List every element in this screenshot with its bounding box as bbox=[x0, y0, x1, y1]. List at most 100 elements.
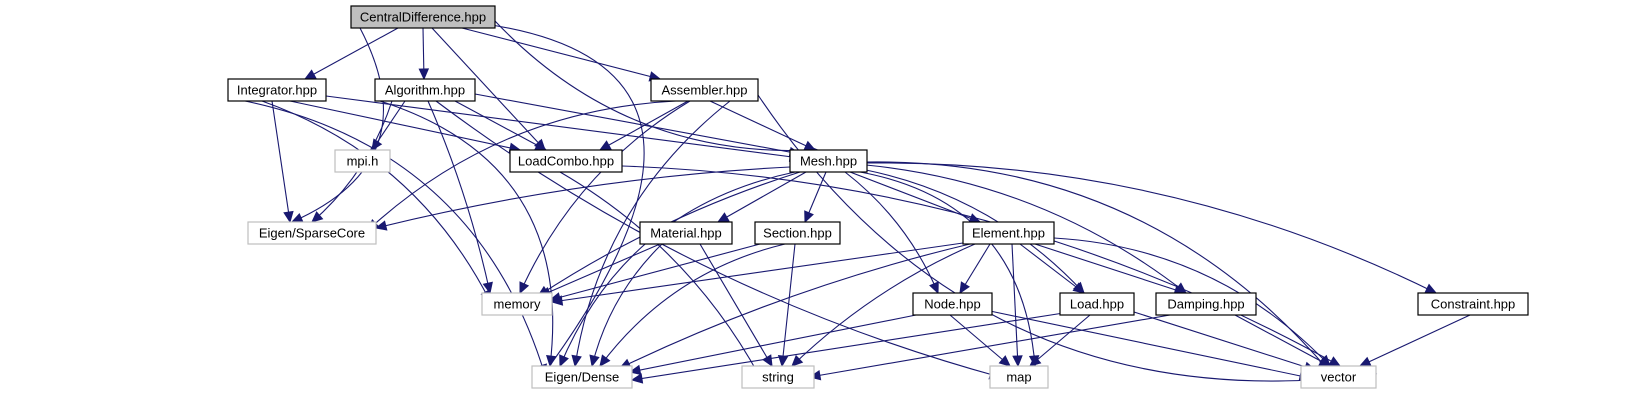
edge-line bbox=[591, 243, 663, 367]
node-label: memory bbox=[494, 296, 541, 311]
node-algorithm[interactable]: Algorithm.hpp bbox=[374, 78, 476, 102]
edge-line bbox=[375, 166, 791, 229]
edge-line bbox=[271, 100, 291, 223]
node-label: LoadCombo.hpp bbox=[518, 153, 614, 168]
arrow-head-icon bbox=[482, 281, 493, 295]
node-assembler[interactable]: Assembler.hpp bbox=[650, 78, 759, 102]
node-box bbox=[509, 149, 623, 173]
edge-line bbox=[291, 27, 384, 223]
edge-line bbox=[427, 100, 491, 294]
node-node[interactable]: Node.hpp bbox=[912, 292, 993, 316]
node-box bbox=[754, 221, 841, 245]
edge-line bbox=[1359, 314, 1471, 367]
node-box bbox=[531, 365, 633, 389]
arrow-head-icon bbox=[716, 212, 730, 223]
edge-line bbox=[699, 243, 773, 367]
node-box bbox=[1300, 365, 1377, 389]
node-box bbox=[639, 221, 733, 245]
edge-line bbox=[551, 242, 964, 303]
node-loadcombo[interactable]: LoadCombo.hpp bbox=[509, 149, 623, 173]
arrow-head-icon bbox=[534, 140, 548, 151]
node-box bbox=[741, 365, 815, 389]
arrow-head-icon bbox=[283, 210, 294, 224]
arrow-head-icon bbox=[546, 354, 557, 368]
edge-line bbox=[631, 311, 1071, 381]
edge-line bbox=[1034, 243, 1186, 294]
edge-element-to-damping bbox=[1034, 243, 1187, 295]
edge-line bbox=[629, 314, 917, 373]
edge-algorithm-to-memory bbox=[427, 100, 493, 295]
edge-line bbox=[1029, 314, 1091, 367]
edges-layer bbox=[244, 16, 1471, 384]
node-box bbox=[912, 292, 993, 316]
node-label: map bbox=[1006, 369, 1031, 384]
node-integrator[interactable]: Integrator.hpp bbox=[227, 78, 327, 102]
edge-line bbox=[454, 100, 547, 151]
node-label: Algorithm.hpp bbox=[385, 82, 465, 97]
edge-line bbox=[865, 169, 1085, 294]
edge-line bbox=[574, 100, 731, 367]
node-memory: memory bbox=[481, 292, 553, 316]
edge-central-to-assembler bbox=[461, 27, 662, 82]
node-box bbox=[374, 78, 476, 102]
edge-line bbox=[599, 243, 786, 367]
node-load[interactable]: Load.hpp bbox=[1059, 292, 1135, 316]
edge-central-to-algorithm bbox=[418, 27, 430, 81]
edge-material-to-dense bbox=[589, 243, 663, 368]
edge-line bbox=[865, 164, 1187, 294]
edge-assembler-to-mesh bbox=[709, 100, 817, 151]
edge-line bbox=[435, 100, 1001, 378]
edge-node-to-dense bbox=[628, 314, 917, 376]
edge-assembler-to-dense bbox=[571, 100, 731, 368]
edge-line bbox=[1234, 314, 1331, 367]
edge-element-to-memory bbox=[550, 242, 964, 306]
arrow-head-icon bbox=[371, 138, 383, 152]
edge-mesh-to-constraint bbox=[865, 162, 1438, 294]
edge-node-to-map bbox=[949, 314, 1011, 367]
node-element[interactable]: Element.hpp bbox=[962, 221, 1055, 245]
edge-assembler-to-vector bbox=[757, 94, 1378, 382]
edge-line bbox=[717, 171, 807, 223]
arrow-head-icon bbox=[804, 210, 814, 224]
node-box bbox=[350, 5, 496, 29]
node-box bbox=[1155, 292, 1257, 316]
node-mesh[interactable]: Mesh.hpp bbox=[789, 149, 868, 173]
arrow-head-icon bbox=[571, 354, 582, 368]
edge-line bbox=[621, 165, 1341, 367]
edge-line bbox=[791, 243, 976, 367]
node-mpi: mpi.h bbox=[334, 149, 391, 173]
edge-material-to-string bbox=[699, 243, 773, 368]
edge-load-to-dense bbox=[630, 311, 1071, 384]
edge-line bbox=[599, 100, 689, 151]
node-material[interactable]: Material.hpp bbox=[639, 221, 733, 245]
arrow-head-icon bbox=[1029, 355, 1042, 367]
arrow-head-icon bbox=[803, 140, 817, 151]
node-damping[interactable]: Damping.hpp bbox=[1155, 292, 1257, 316]
edge-mesh-to-node bbox=[844, 171, 939, 295]
edge-integrator-to-memory bbox=[261, 100, 491, 303]
arrow-head-icon bbox=[791, 354, 804, 367]
node-box bbox=[789, 149, 868, 173]
arrow-head-icon bbox=[598, 140, 612, 151]
arrow-head-icon bbox=[1358, 356, 1372, 367]
node-central[interactable]: CentralDifference.hpp bbox=[350, 5, 496, 29]
edge-line bbox=[1011, 243, 1019, 367]
node-label: Mesh.hpp bbox=[800, 153, 857, 168]
arrow-head-icon bbox=[550, 295, 564, 306]
edge-assembler-to-memory bbox=[519, 100, 691, 295]
node-constraint[interactable]: Constraint.hpp bbox=[1417, 292, 1529, 316]
edge-mesh-to-section bbox=[804, 171, 827, 224]
edge-line bbox=[757, 94, 1377, 382]
arrow-head-icon bbox=[1328, 356, 1342, 367]
edge-line bbox=[539, 243, 661, 297]
edge-line bbox=[849, 171, 981, 223]
edge-line bbox=[865, 161, 1331, 373]
node-map: map bbox=[989, 365, 1049, 389]
edge-line bbox=[494, 20, 819, 152]
node-box bbox=[247, 221, 377, 245]
node-section[interactable]: Section.hpp bbox=[754, 221, 841, 245]
edge-line bbox=[325, 95, 801, 159]
node-box bbox=[989, 365, 1049, 389]
edge-line bbox=[781, 243, 796, 367]
